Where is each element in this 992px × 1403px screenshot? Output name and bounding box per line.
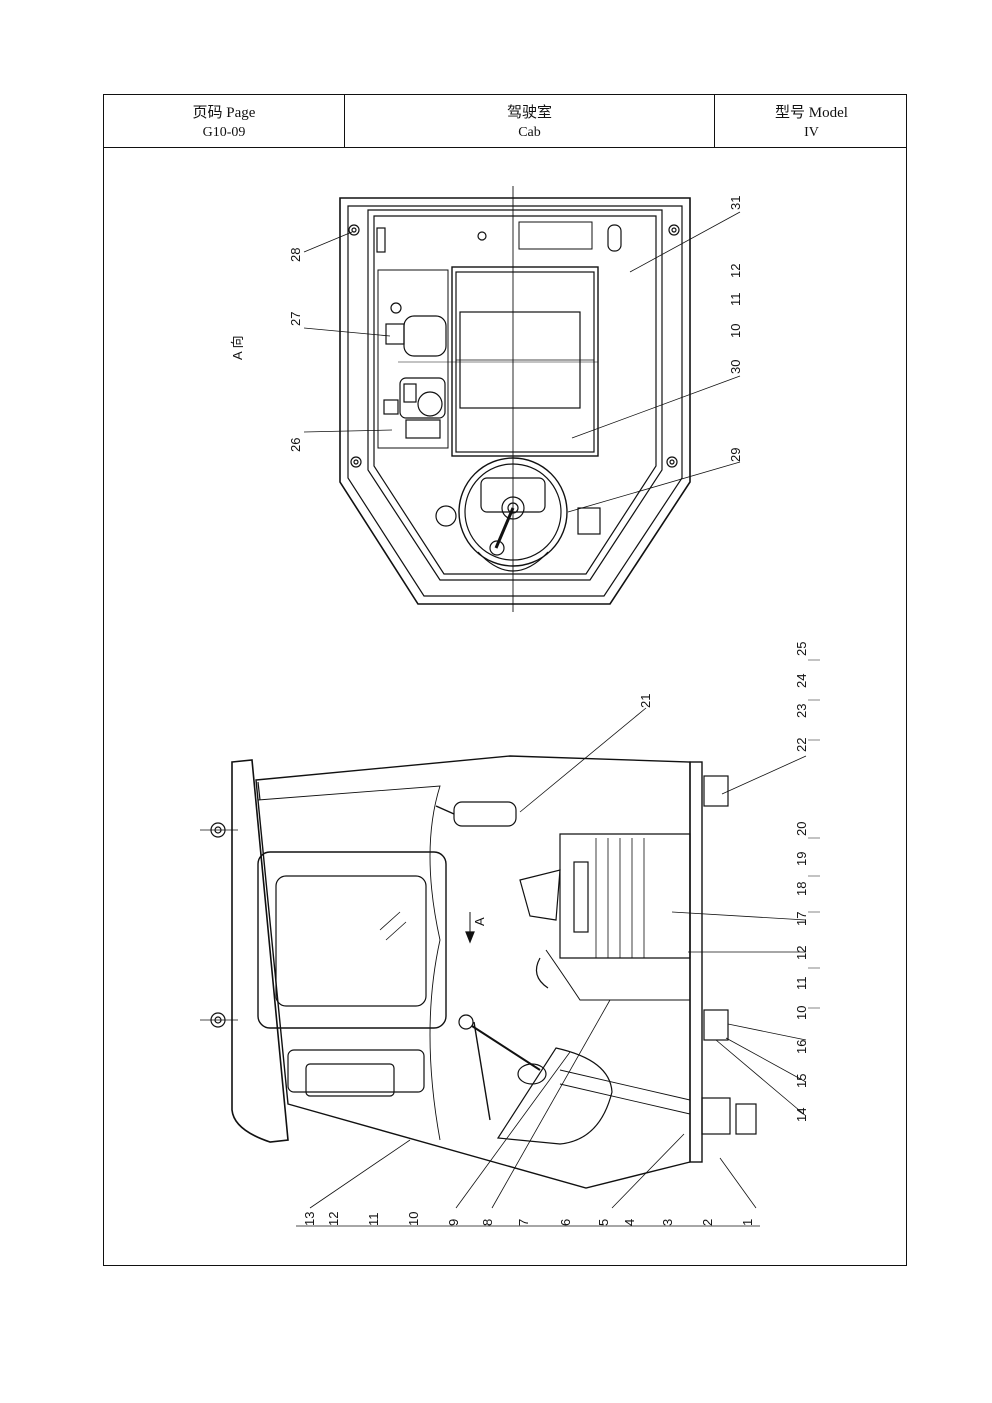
callout-20: 20 <box>794 822 809 836</box>
page-label: 页码 Page <box>192 105 256 121</box>
callout-7: 7 <box>516 1219 531 1226</box>
callout-29: 29 <box>728 448 743 462</box>
callout-16: 16 <box>794 1040 809 1054</box>
callout-12r: 12 <box>794 946 809 960</box>
callout-28: 28 <box>288 248 303 262</box>
callout-17: 17 <box>794 912 809 926</box>
callout-4: 4 <box>622 1219 637 1226</box>
callout-11r: 11 <box>794 977 809 991</box>
top-view-callouts: A 向 26 27 28 29 30 31 10 11 12 <box>230 196 743 462</box>
page-cell: 页码 Page G10-09 <box>104 95 345 147</box>
callout-12b: 12 <box>326 1212 341 1226</box>
model-value: IV <box>804 125 819 140</box>
view-arrow-label: A <box>472 917 487 926</box>
callout-21: 21 <box>638 694 653 708</box>
callout-18: 18 <box>794 882 809 896</box>
callout-13: 13 <box>302 1212 317 1226</box>
callout-26: 26 <box>288 438 303 452</box>
cab-side-view <box>200 659 820 1227</box>
callout-30: 30 <box>728 360 743 374</box>
callout-9: 9 <box>446 1219 461 1226</box>
callout-10r: 10 <box>794 1006 809 1020</box>
callout-25: 25 <box>794 642 809 656</box>
callout-22: 22 <box>794 738 809 752</box>
cab-top-view <box>303 186 741 612</box>
callout-27: 27 <box>288 312 303 326</box>
title-value: Cab <box>518 125 541 140</box>
callout-1: 1 <box>740 1219 755 1226</box>
page-value: G10-09 <box>202 125 246 140</box>
callout-14: 14 <box>794 1108 809 1122</box>
callout-5: 5 <box>596 1219 611 1226</box>
callout-2: 2 <box>700 1219 715 1226</box>
callout-15: 15 <box>794 1074 809 1088</box>
drawing-frame: 页码 Page G10-09 驾驶室 Cab 型号 Model IV <box>103 94 907 1266</box>
callout-12a: 12 <box>728 264 743 278</box>
callout-24: 24 <box>794 674 809 688</box>
callout-10b: 10 <box>406 1212 421 1226</box>
callout-10a: 10 <box>728 324 743 338</box>
callout-11a: 11 <box>728 293 743 307</box>
model-label: 型号 Model <box>775 105 848 121</box>
side-view-callouts-bottom: 13 12 11 10 9 8 7 6 5 4 3 2 1 A <box>302 917 755 1226</box>
callout-8: 8 <box>480 1219 495 1226</box>
title-label: 驾驶室 <box>506 105 552 121</box>
title-block: 页码 Page G10-09 驾驶室 Cab 型号 Model IV <box>104 95 906 148</box>
callout-31: 31 <box>728 196 743 210</box>
callout-6: 6 <box>558 1219 573 1226</box>
view-a-label: A 向 <box>230 335 245 360</box>
callout-19: 19 <box>794 852 809 866</box>
model-cell: 型号 Model IV <box>715 95 908 147</box>
callout-11b: 11 <box>366 1213 381 1227</box>
side-view-callouts-right: 21 22 23 24 25 20 19 18 17 12 11 10 16 1… <box>638 642 809 1122</box>
callout-23: 23 <box>794 704 809 718</box>
callout-3: 3 <box>660 1219 675 1226</box>
title-cell: 驾驶室 Cab <box>345 95 715 147</box>
